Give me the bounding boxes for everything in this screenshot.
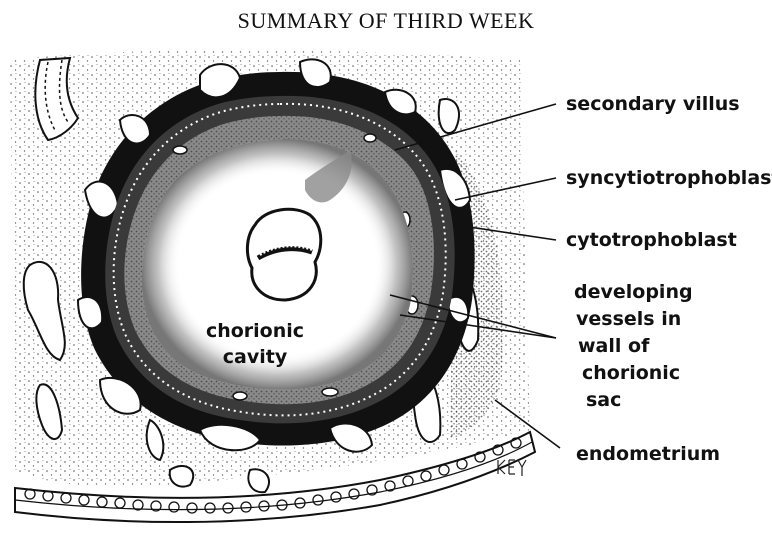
label-vessels-line3: wall of bbox=[578, 332, 649, 360]
label-vessels-line1: developing bbox=[574, 278, 693, 306]
label-syncytiotrophoblast: syncytiotrophoblast bbox=[566, 164, 772, 192]
label-vessels-line5: sac bbox=[586, 386, 621, 414]
embryonic-disc bbox=[247, 209, 320, 300]
label-endometrium: endometrium bbox=[576, 440, 720, 468]
label-vessels-line4: chorionic bbox=[582, 359, 680, 387]
cavity-line-1: chorionic bbox=[205, 318, 305, 344]
label-cytotrophoblast: cytotrophoblast bbox=[566, 226, 737, 254]
label-chorionic-cavity: chorionic cavity bbox=[205, 318, 305, 370]
label-secondary-villus: secondary villus bbox=[566, 90, 740, 118]
cavity-line-2: cavity bbox=[205, 344, 305, 370]
label-vessels-line2: vessels in bbox=[576, 305, 681, 333]
